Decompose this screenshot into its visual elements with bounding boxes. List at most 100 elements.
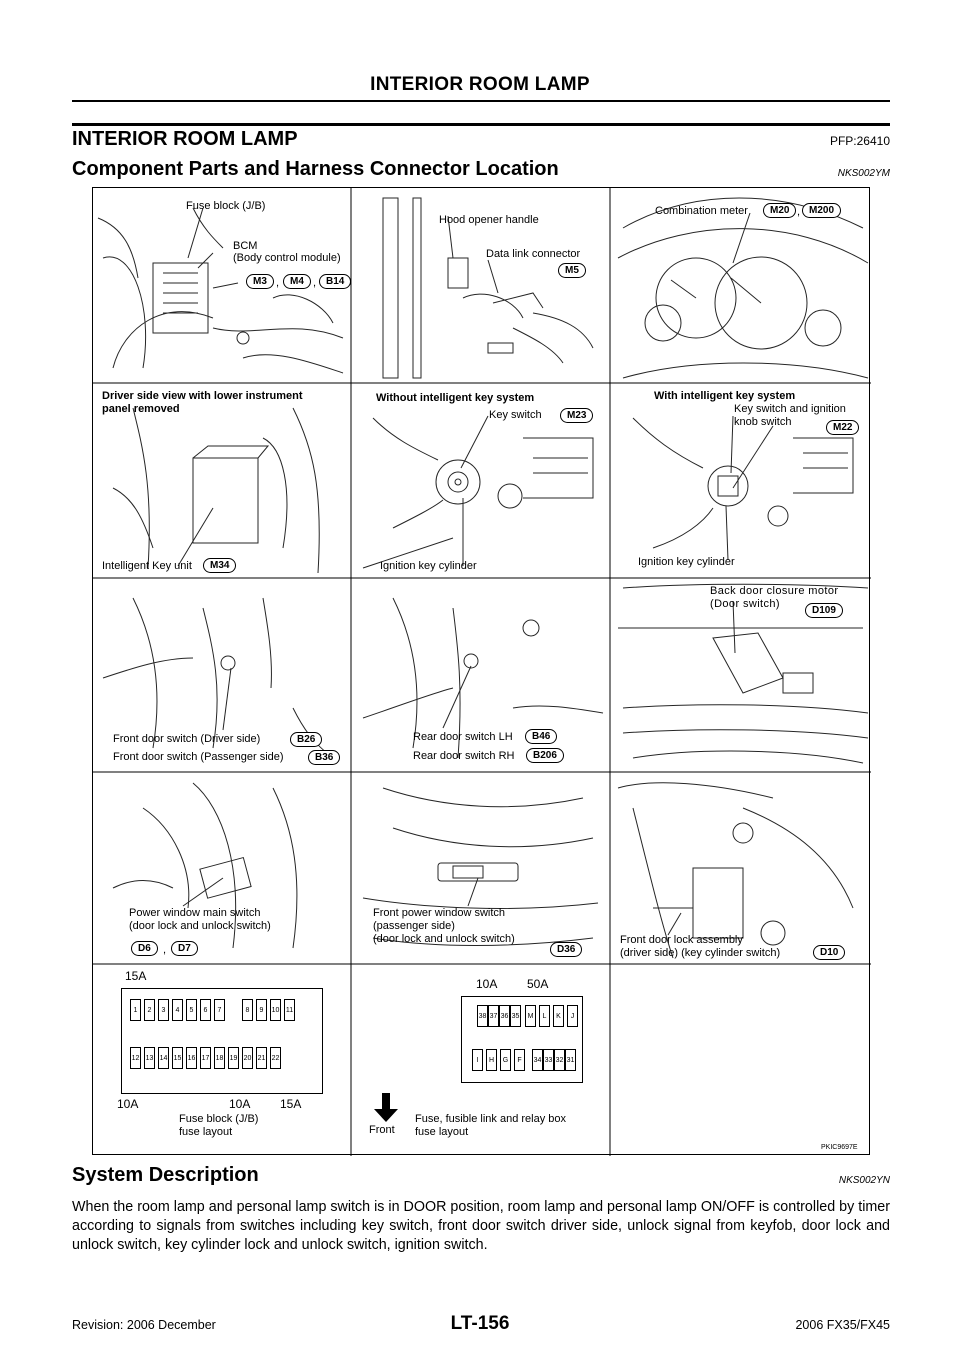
- connector-b14: B14: [319, 274, 352, 289]
- label-relay-layout-1: Fuse, fusible link and relay box: [415, 1113, 567, 1125]
- relay-cell: K: [553, 1005, 564, 1027]
- connector-m22: M22: [826, 420, 860, 435]
- label-combination-meter: Combination meter: [655, 205, 748, 217]
- label-relay-10a: 10A: [476, 977, 498, 991]
- label-key-switch-ignition-2: knob switch: [734, 416, 792, 428]
- footer-model: 2006 FX35/FX45: [795, 1318, 890, 1332]
- label-driver-side-view-1: Driver side view with lower instrument: [102, 390, 303, 402]
- relay-cell: M: [525, 1005, 536, 1027]
- label-fuse-10a-middle: 10A: [229, 1097, 251, 1111]
- fuse-cell: 9: [256, 999, 267, 1021]
- fuse-cell: 22: [270, 1047, 281, 1069]
- label-relay-50a: 50A: [527, 977, 549, 991]
- label-fuse-block-layout-1: Fuse block (J/B): [179, 1113, 259, 1125]
- connector-m20: M20: [763, 203, 797, 218]
- fuse-cell: 7: [214, 999, 225, 1021]
- page-header-title: INTERIOR ROOM LAMP: [370, 74, 590, 95]
- label-driver-side-view-2: panel removed: [102, 403, 180, 415]
- fuse-cell: 10: [270, 999, 281, 1021]
- connector-m4: M4: [283, 274, 311, 289]
- connector-d36: D36: [550, 942, 583, 957]
- header-rule: [72, 100, 890, 102]
- label-front-door-lock-2: (driver side) (key cylinder switch): [620, 947, 781, 959]
- connector-b206: B206: [526, 748, 564, 763]
- label-front-pw-switch-2: (passenger side): [373, 920, 455, 932]
- subsection-title-components: Component Parts and Harness Connector Lo…: [72, 158, 559, 180]
- fuse-cell: 5: [186, 999, 197, 1021]
- separator: ,: [797, 206, 801, 218]
- relay-cell: G: [500, 1049, 511, 1071]
- fuse-cell: 3: [158, 999, 169, 1021]
- component-location-figure: Fuse block (J/B) BCM (Body control modul…: [92, 187, 871, 1156]
- label-back-door-closure-2: (Door switch): [710, 598, 780, 610]
- label-front-door-switch-driver: Front door switch (Driver side): [113, 733, 261, 745]
- relay-cell: 34: [532, 1049, 543, 1071]
- label-power-window-main-1: Power window main switch: [129, 907, 261, 919]
- relay-cell: 35: [510, 1005, 521, 1027]
- relay-cell: F: [514, 1049, 525, 1071]
- label-rear-door-switch-rh: Rear door switch RH: [413, 750, 515, 762]
- connector-m200: M200: [802, 203, 842, 218]
- label-ignition-key-cylinder-1: Ignition key cylinder: [380, 560, 477, 572]
- relay-cell: L: [539, 1005, 550, 1027]
- connector-m34: M34: [203, 558, 237, 573]
- figure-drawings: [93, 188, 871, 1156]
- subsection-code-system: NKS002YN: [838, 1175, 890, 1186]
- connector-b46: B46: [525, 729, 558, 744]
- relay-cell: I: [472, 1049, 483, 1071]
- label-ignition-key-cylinder-2: Ignition key cylinder: [638, 556, 735, 568]
- label-fuse-15a-top: 15A: [125, 969, 147, 983]
- fuse-cell: 8: [242, 999, 253, 1021]
- label-front-pw-switch-1: Front power window switch: [373, 907, 506, 919]
- footer-revision: Revision: 2006 December: [72, 1318, 216, 1332]
- fuse-cell: 1: [130, 999, 141, 1021]
- label-fuse-block: Fuse block (J/B): [186, 200, 266, 212]
- fuse-cell: 19: [228, 1047, 239, 1069]
- relay-cell: J: [567, 1005, 578, 1027]
- connector-m23: M23: [560, 408, 594, 423]
- label-with-intelligent-key: With intelligent key system: [654, 390, 796, 402]
- label-data-link: Data link connector: [486, 248, 581, 260]
- fuse-cell: 17: [200, 1047, 211, 1069]
- relay-box-grid: 38 37 36 35 M L K J I H G F 34 33 32 31: [461, 996, 583, 1083]
- label-fuse-block-layout-2: fuse layout: [179, 1126, 233, 1138]
- label-front-pw-switch-3: (door lock and unlock switch): [373, 933, 515, 945]
- label-key-switch: Key switch: [489, 409, 542, 421]
- fuse-cell: 6: [200, 999, 211, 1021]
- label-fuse-10a-left: 10A: [117, 1097, 139, 1111]
- subsection-code-components: NKS002YM: [837, 168, 890, 179]
- relay-cell: 31: [565, 1049, 576, 1071]
- label-front-door-lock-1: Front door lock assembly: [620, 934, 743, 946]
- fuse-cell: 15: [172, 1047, 183, 1069]
- relay-cell: 36: [499, 1005, 510, 1027]
- connector-b36: B36: [308, 750, 341, 765]
- relay-cell: 38: [477, 1005, 488, 1027]
- subsection-title-system: System Description: [72, 1164, 259, 1186]
- section-title: INTERIOR ROOM LAMP: [72, 128, 298, 150]
- relay-cell: 37: [488, 1005, 499, 1027]
- label-bcm: BCM: [233, 240, 258, 252]
- relay-cell: H: [486, 1049, 497, 1071]
- fuse-cell: 20: [242, 1047, 253, 1069]
- separator: ,: [163, 944, 167, 956]
- fuse-cell: 4: [172, 999, 183, 1021]
- label-front: Front: [369, 1124, 395, 1136]
- label-hood-opener: Hood opener handle: [439, 214, 539, 226]
- fuse-cell: 2: [144, 999, 155, 1021]
- label-intelligent-key-unit: Intelligent Key unit: [102, 560, 192, 572]
- label-relay-layout-2: fuse layout: [415, 1126, 469, 1138]
- connector-d7: D7: [171, 941, 198, 956]
- fuse-cell: 13: [144, 1047, 155, 1069]
- label-fuse-15a-right: 15A: [280, 1097, 302, 1111]
- pfp-code: PFP:26410: [829, 134, 890, 148]
- fuse-cell: 14: [158, 1047, 169, 1069]
- fuse-cell: 16: [186, 1047, 197, 1069]
- connector-m5: M5: [558, 263, 586, 278]
- label-without-intelligent-key: Without intelligent key system: [376, 392, 535, 404]
- fuse-cell: 12: [130, 1047, 141, 1069]
- label-key-switch-ignition-1: Key switch and ignition: [734, 403, 846, 415]
- section-rule: [72, 123, 890, 126]
- connector-b26: B26: [290, 732, 323, 747]
- label-bcm-full: (Body control module): [233, 252, 341, 264]
- system-description: When the room lamp and personal lamp swi…: [72, 1199, 890, 1253]
